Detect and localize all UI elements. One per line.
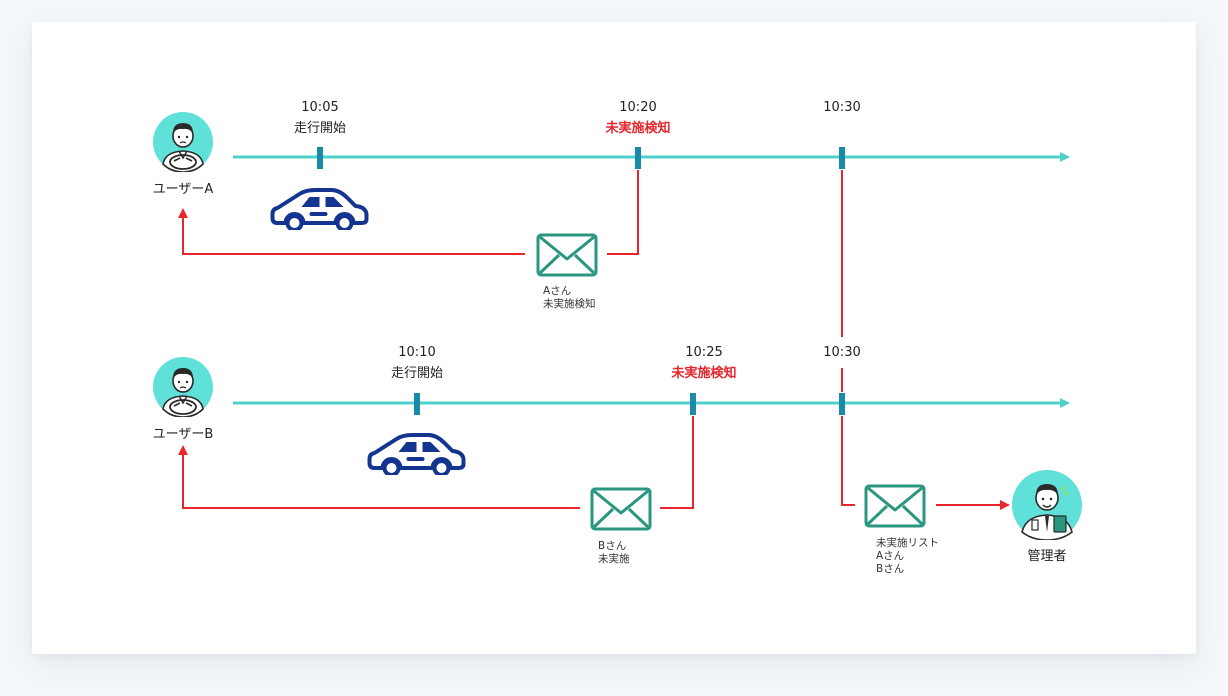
car-icon-a	[273, 190, 367, 230]
timeline-b-event-2-label: 未実施検知	[671, 366, 737, 381]
manager-avatar-icon	[1012, 470, 1082, 540]
timeline-a-tick-3	[839, 147, 845, 169]
car-icon-b	[370, 435, 464, 475]
driver-avatar-b-icon	[153, 357, 213, 417]
mail-icon-a	[536, 233, 598, 277]
user-b-name: ユーザーB	[152, 427, 214, 442]
timeline-a-event-2-label: 未実施検知	[605, 121, 671, 136]
timeline-b-event-1-label: 走行開始	[390, 366, 444, 381]
timeline-a-event-1-time: 10:05	[301, 100, 339, 115]
notify-path-a	[607, 170, 639, 255]
mail-b-caption: Bさん 未実施	[598, 540, 630, 566]
timeline-b-tick-1	[414, 393, 420, 415]
mail-icon-admin	[864, 484, 926, 528]
aggregate-path-bottom	[841, 416, 855, 506]
timeline-b-tick-3	[839, 393, 845, 415]
admin-mail-line-3: Bさん	[876, 563, 905, 575]
admin-mail-line-1: 未実施リスト	[876, 537, 939, 549]
timeline-b-tick-2	[690, 393, 696, 415]
admin-mail-caption: 未実施リスト Aさん Bさん	[876, 537, 939, 576]
notify-path-b-return	[178, 445, 580, 509]
admin-name: 管理者	[1027, 549, 1067, 564]
timeline-b-event-3-time: 10:30	[823, 345, 861, 360]
timeline-a-event-3-time: 10:30	[823, 100, 861, 115]
mail-a-caption: Aさん 未実施検知	[543, 285, 596, 311]
admin-mail-line-2: Aさん	[876, 550, 905, 562]
driver-avatar-a-icon	[153, 112, 213, 172]
notify-path-b	[660, 416, 694, 509]
timeline-b-event-2-time: 10:25	[685, 345, 723, 360]
mail-a-line-1: Aさん	[543, 285, 572, 297]
user-a-name: ユーザーA	[152, 182, 214, 197]
notify-path-a-return	[178, 208, 525, 255]
timeline-a-tick-1	[317, 147, 323, 169]
timeline-a-tick-2	[635, 147, 641, 169]
mail-b-line-2: 未実施	[598, 553, 630, 565]
timeline-a-event-1-label: 走行開始	[293, 121, 347, 136]
timeline-a-event-2-time: 10:20	[619, 100, 657, 115]
timeline-b-event-1-time: 10:10	[398, 345, 436, 360]
mail-icon-b	[590, 487, 652, 531]
mail-a-line-2: 未実施検知	[543, 298, 596, 310]
diagram-card	[32, 22, 1196, 654]
mail-b-line-1: Bさん	[598, 540, 627, 552]
